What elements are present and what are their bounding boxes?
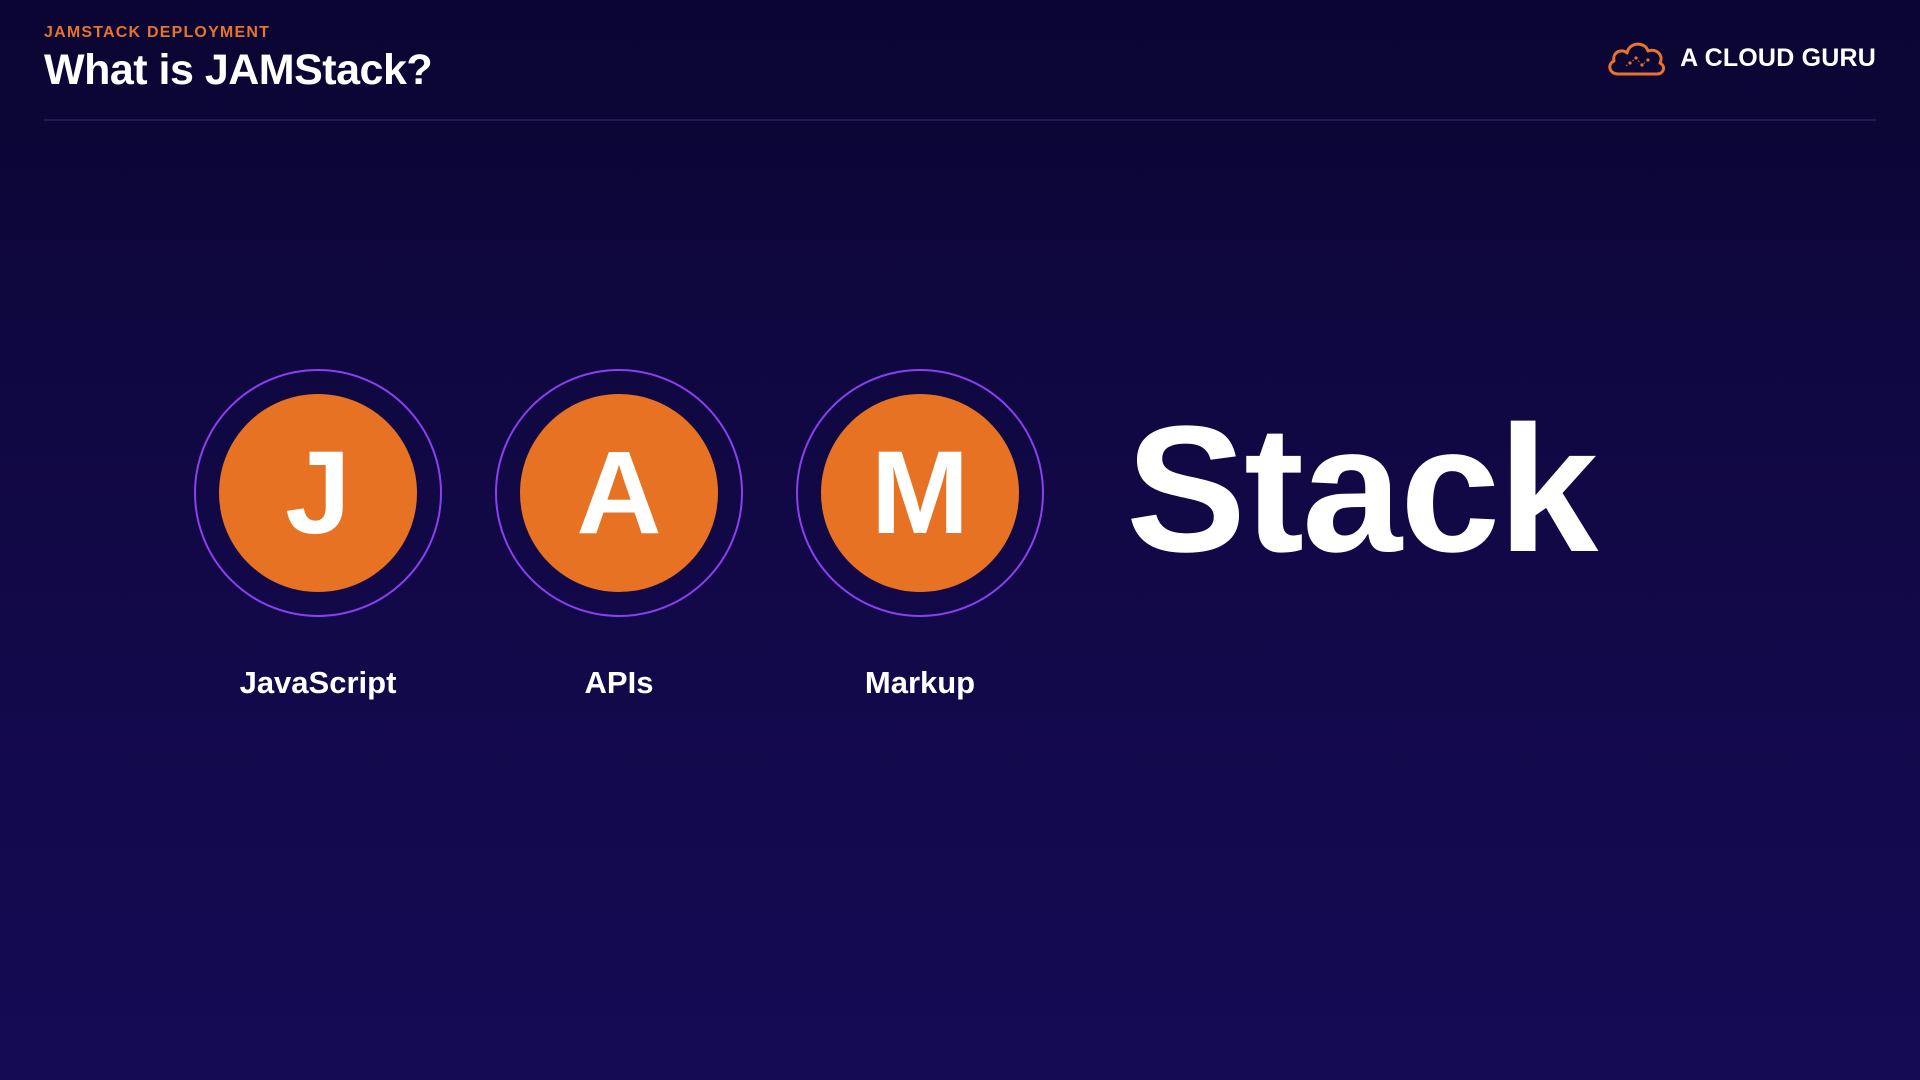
letter-disc: J <box>219 394 417 592</box>
letter-ring: J <box>194 369 442 617</box>
brand-logo-group: A CLOUD GURU <box>1604 36 1876 80</box>
jam-item-markup: M Markup <box>796 369 1044 701</box>
brand-name: A CLOUD GURU <box>1680 43 1876 72</box>
letter-ring: M <box>796 369 1044 617</box>
letter-a: A <box>576 427 662 559</box>
slide-header: JAMSTACK DEPLOYMENT What is JAMStack? <box>44 24 433 95</box>
jam-item-apis: A APIs <box>495 369 743 701</box>
letter-j: J <box>285 427 351 559</box>
letter-ring: A <box>495 369 743 617</box>
cloud-icon <box>1608 42 1666 76</box>
letter-disc: M <box>821 394 1019 592</box>
stack-word: Stack <box>1126 389 1598 590</box>
header-divider <box>44 119 1876 121</box>
jam-item-javascript: J JavaScript <box>194 369 442 701</box>
letter-caption: Markup <box>864 665 976 700</box>
letter-caption: APIs <box>584 665 654 700</box>
letter-m: M <box>870 427 970 559</box>
letter-caption: JavaScript <box>239 665 397 700</box>
slide-title: What is JAMStack? <box>44 46 433 94</box>
section-eyebrow: JAMSTACK DEPLOYMENT <box>44 24 271 41</box>
letter-disc: A <box>520 394 718 592</box>
